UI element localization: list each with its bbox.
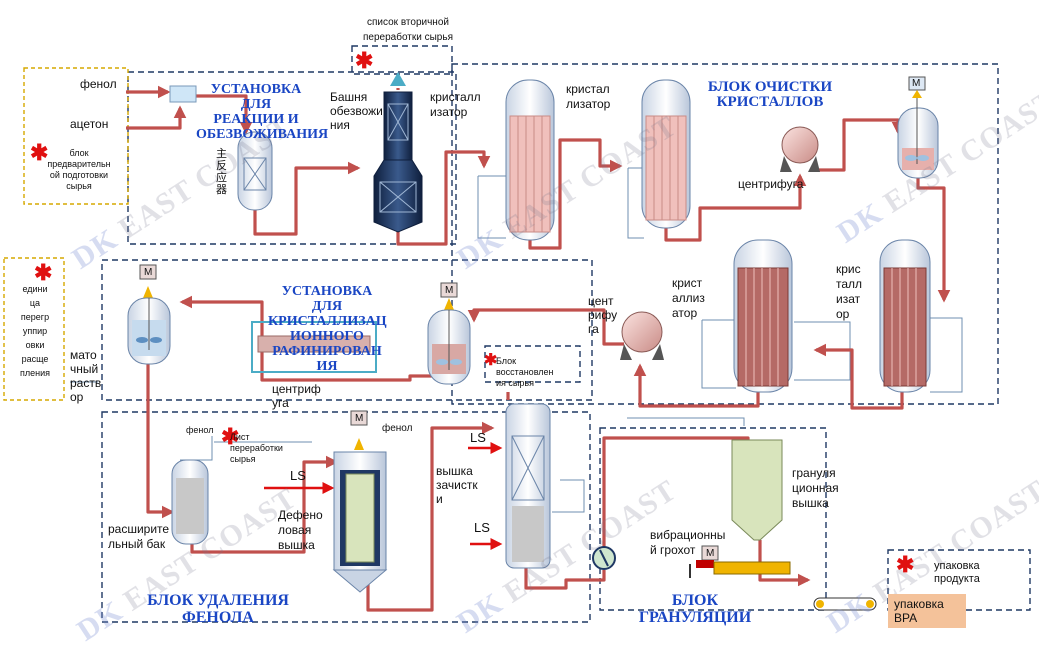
left-unit-box	[3, 257, 65, 401]
crystallizer-1	[505, 79, 555, 241]
motor-icon: M	[355, 413, 364, 424]
motor-icon: M	[706, 548, 715, 559]
phenol-block-box	[101, 411, 591, 623]
crystallizer-3	[733, 239, 793, 393]
main-reactor	[237, 131, 273, 211]
marker-star-icon: ✱	[355, 48, 374, 73]
reaction-block-box	[127, 71, 457, 245]
ionic-vessel	[427, 282, 471, 385]
reactor-label: 主反应器	[216, 148, 227, 196]
marker-star-icon: ✱	[221, 424, 240, 449]
process-pipes	[126, 85, 951, 612]
pretreatment-box	[23, 67, 129, 205]
dehydration-tower	[373, 72, 423, 233]
marker-star-icon: ✱	[484, 352, 498, 369]
centrifuge-top	[780, 126, 820, 172]
agitated-vessel-top	[897, 76, 939, 179]
marker-star-icon: ✱	[896, 552, 915, 577]
motor-icon: M	[144, 267, 153, 278]
marker-star-icon: ✱	[30, 140, 49, 165]
motor-icon: M	[912, 78, 921, 89]
vibrating-screen	[689, 545, 791, 578]
motor-icon: M	[445, 285, 454, 296]
expansion-tank	[171, 459, 209, 545]
ls-label: LS	[290, 468, 306, 483]
centrifuge-left	[251, 321, 377, 373]
acetone-label: ацетон	[70, 117, 109, 131]
crystallizer-2	[641, 79, 691, 229]
secondary-top-box	[351, 45, 453, 75]
block-boxes	[101, 45, 1031, 623]
ls-label: LS	[474, 520, 490, 535]
stripping-tower	[505, 403, 551, 569]
left-agitated-vessel	[127, 264, 171, 365]
recovery-box	[484, 345, 581, 383]
granulation-block-box	[599, 427, 827, 611]
crystallizer-4	[879, 239, 931, 393]
mixer	[169, 85, 197, 103]
centrifuge-mid	[620, 311, 664, 360]
conveyor	[813, 597, 877, 611]
granulation-tower	[731, 439, 783, 541]
ionic-block-box	[101, 259, 593, 401]
ls-label: LS	[470, 430, 486, 445]
centrifuge-top-label: центрифуга	[738, 177, 804, 191]
marker-star-icon: ✱	[34, 260, 53, 285]
phenol-label: фенол	[80, 77, 117, 91]
dephenol-tower	[332, 410, 388, 593]
phenol-right-label: фенол	[382, 423, 413, 434]
phenol-small-label: фенол	[186, 425, 214, 435]
purification-block-box	[451, 63, 999, 405]
